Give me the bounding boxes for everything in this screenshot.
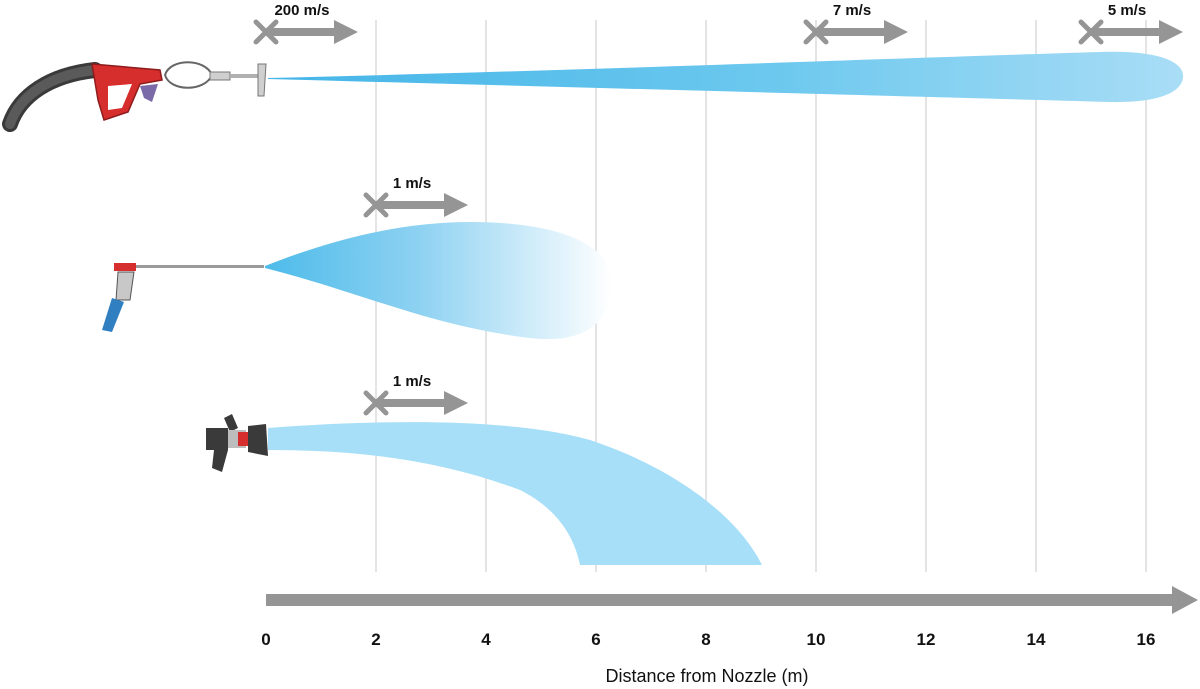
fan-spray-cone [265, 222, 612, 340]
distance-axis-arrow [266, 586, 1198, 614]
velocity-marker: 5 m/s [1078, 2, 1183, 45]
velocity-marker: 1 m/s [363, 373, 468, 416]
velocity-marker: 1 m/s [363, 175, 468, 218]
axis-tick-label: 10 [807, 630, 826, 649]
axis-tick-labels: 0 2 4 6 8 10 12 14 16 [261, 630, 1155, 649]
velocity-arrow-shaft [816, 28, 886, 36]
velocity-label: 200 m/s [274, 2, 329, 19]
velocity-marker: 7 m/s [803, 2, 908, 45]
velocity-label: 1 m/s [393, 175, 431, 192]
high-pressure-lance-icon [2, 61, 267, 132]
axis-tick-label: 12 [917, 630, 936, 649]
axis-tick-label: 14 [1027, 630, 1046, 649]
velocity-arrow-shaft [266, 28, 336, 36]
jet-spray-long [268, 51, 1184, 103]
velocity-arrow-shaft [376, 201, 446, 209]
velocity-marker: 200 m/s [253, 2, 358, 45]
axis-title: Distance from Nozzle (m) [605, 666, 808, 686]
velocity-arrow-shaft [1091, 28, 1161, 36]
axis-tick-label: 0 [261, 630, 270, 649]
velocity-arrow-head [1159, 20, 1183, 44]
velocity-markers: 200 m/s 7 m/s 5 m/s 1 m/s 1 m/s [253, 2, 1183, 416]
velocity-arrow-head [444, 193, 468, 217]
velocity-arrow-head [334, 20, 358, 44]
axis-tick-label: 16 [1137, 630, 1156, 649]
spray-wand-icon [102, 263, 264, 332]
velocity-arrow-head [884, 20, 908, 44]
velocity-label: 5 m/s [1108, 2, 1146, 19]
velocity-arrow-shaft [376, 399, 446, 407]
axis-tick-label: 4 [481, 630, 491, 649]
velocity-label: 1 m/s [393, 373, 431, 390]
arcing-spray-stream [268, 422, 762, 565]
axis-tick-label: 8 [701, 630, 710, 649]
axis-tick-label: 2 [371, 630, 380, 649]
axis-tick-label: 6 [591, 630, 600, 649]
fire-hose-nozzle-icon [206, 414, 268, 472]
velocity-arrow-head [444, 391, 468, 415]
velocity-label: 7 m/s [833, 2, 871, 19]
